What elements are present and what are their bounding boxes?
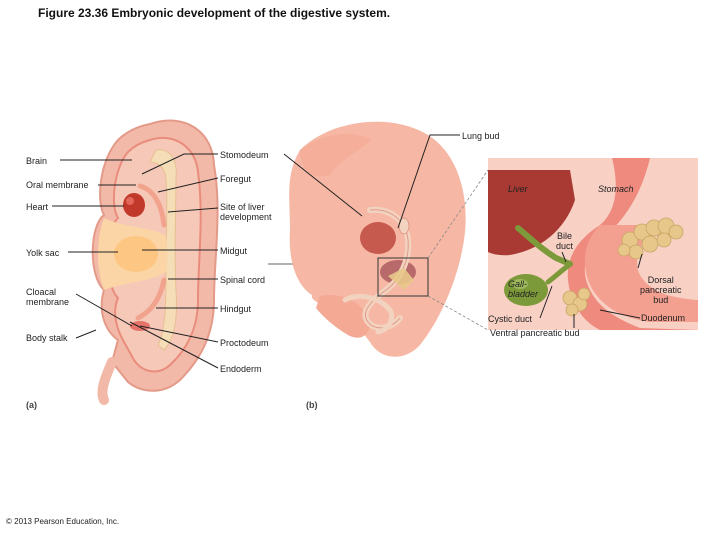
yolk-core	[114, 236, 158, 272]
leader-stomodeum	[141, 153, 218, 175]
embryo-side-b	[289, 121, 466, 357]
leader-duodenum	[599, 309, 641, 319]
neural-tube	[149, 149, 177, 351]
label-midgut: Midgut	[220, 246, 248, 256]
detail-inset	[488, 158, 698, 330]
label-yolk-sac: Yolk sac	[26, 248, 60, 258]
leader-cloacal-membrane	[75, 293, 133, 327]
leader-foregut	[157, 177, 219, 193]
leader-lines-b	[283, 134, 643, 328]
dorsal-pancreatic-bud-shape	[617, 217, 684, 260]
label-spinal-cord: Spinal cord	[220, 275, 266, 285]
label-lung-bud: Lung bud	[462, 131, 500, 141]
leader-lung-bud	[397, 134, 460, 229]
gut-tube	[135, 183, 167, 321]
ventral-pancreatic-bud-shape	[562, 287, 591, 317]
zoom-box	[377, 257, 429, 297]
label-heart: Heart	[26, 202, 49, 212]
label-foregut: Foregut	[220, 174, 252, 184]
label-brain: Brain	[26, 156, 48, 166]
leader-lines-a	[52, 153, 219, 369]
label-ventral-pancreatic-bud: Ventral pancreatic bud	[490, 328, 580, 338]
pancreas-region-b	[388, 268, 414, 290]
leader-body-stalk	[75, 329, 97, 339]
label-body-stalk: Body stalk	[26, 333, 68, 343]
liver-b	[360, 222, 396, 254]
label-site-of-liver-development: Site of liver development	[220, 202, 272, 222]
gallbladder-highlight	[512, 279, 528, 289]
duodenum-shape	[584, 225, 698, 322]
leader-bile-duct	[561, 251, 567, 263]
tail-b	[316, 295, 371, 338]
leader-dorsal-bud	[637, 253, 643, 269]
label-hindgut: Hindgut	[220, 304, 252, 314]
heart-shape	[123, 193, 145, 217]
bile-duct-shape	[515, 225, 573, 267]
label-dorsal-pancreatic-bud: Dorsal pancreatic bud	[640, 275, 682, 305]
zoom-connectors	[427, 169, 489, 331]
leader-cystic-duct	[539, 285, 553, 319]
label-stomodeum: Stomodeum	[220, 150, 269, 160]
label-gallbladder: Gall- bladder	[508, 279, 539, 299]
panel-tag-b: (b)	[306, 400, 318, 410]
embryo-section-a	[91, 119, 219, 405]
body-stalk-shape	[97, 357, 117, 405]
label-endoderm: Endoderm	[220, 364, 262, 374]
label-cloacal-membrane: Cloacal membrane	[26, 287, 70, 307]
leader-site-liver	[167, 207, 219, 213]
figure-title: Figure 23.36 Embryonic development of th…	[38, 6, 391, 20]
label-proctodeum: Proctodeum	[220, 338, 269, 348]
label-liver: Liver	[508, 184, 528, 194]
lower-loop-b	[342, 293, 395, 335]
label-duodenum: Duodenum	[641, 313, 686, 323]
heart-highlight	[126, 197, 134, 205]
label-bile-duct: Bile duct	[556, 231, 574, 251]
cystic-duct-shape	[545, 263, 571, 285]
copyright-notice: © 2013 Pearson Education, Inc.	[6, 517, 120, 526]
label-stomach: Stomach	[598, 184, 634, 194]
head-fold-b	[300, 133, 372, 177]
label-cystic-duct: Cystic duct	[488, 314, 533, 324]
leader-proctodeum	[139, 325, 219, 343]
label-oral-membrane: Oral membrane	[26, 180, 89, 190]
leader-stomodeum-b	[283, 153, 363, 217]
liver-lobe-inset	[488, 170, 575, 256]
panel-tag-a: (a)	[26, 400, 37, 410]
leader-endoderm	[129, 321, 219, 369]
